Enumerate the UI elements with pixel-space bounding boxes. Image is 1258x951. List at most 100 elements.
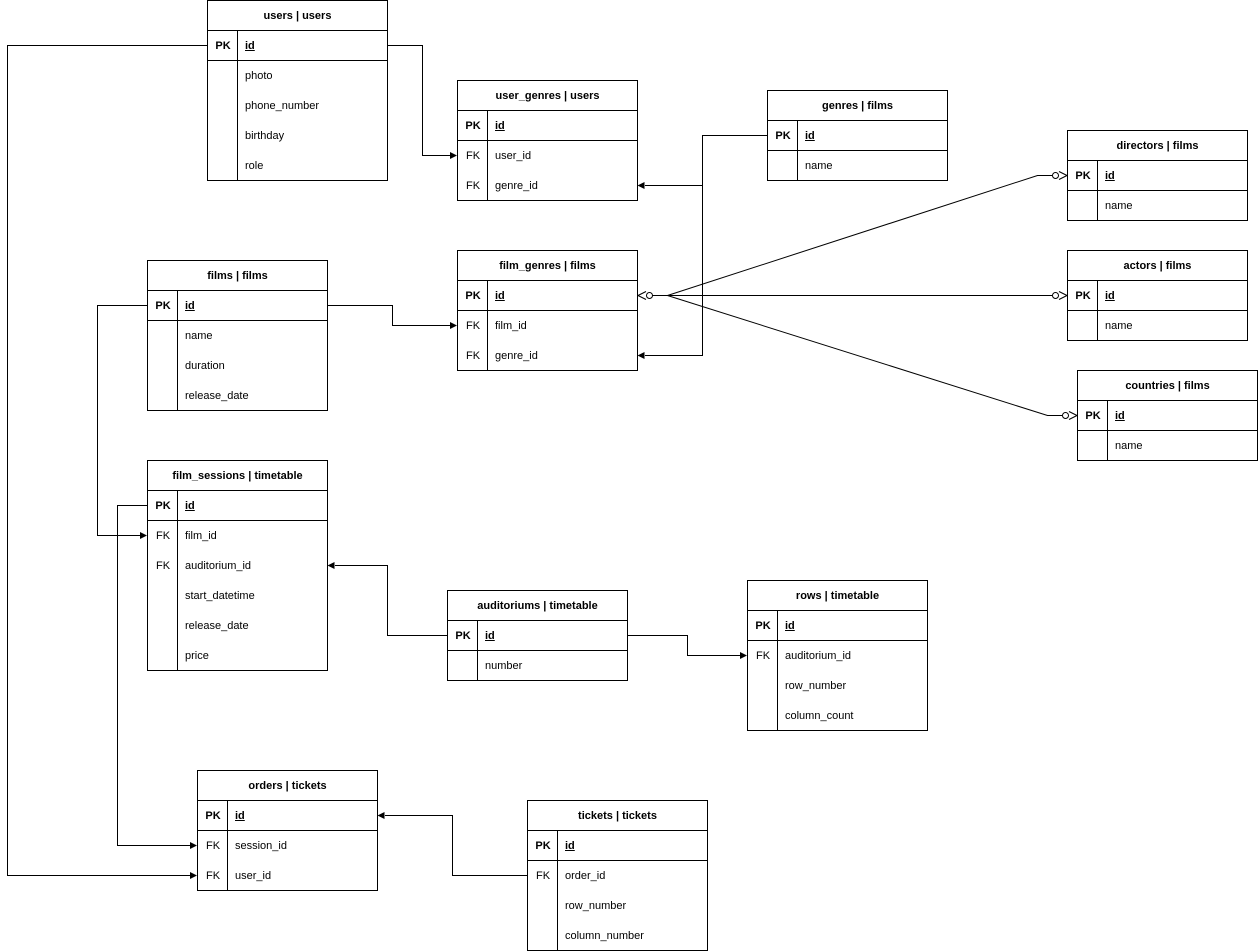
table-row: price	[148, 641, 327, 671]
table-title: film_genres | films	[458, 251, 637, 281]
table-row: name	[148, 321, 327, 351]
field-name: id	[565, 840, 575, 852]
field-name: name	[1115, 440, 1143, 452]
field-name: id	[495, 290, 505, 302]
key-label	[1078, 431, 1108, 461]
field-name: order_id	[565, 870, 606, 882]
field-name: auditorium_id	[785, 650, 852, 662]
key-column-divider	[177, 491, 178, 670]
table-row: row_number	[748, 671, 927, 701]
table-title: films | films	[148, 261, 327, 291]
key-label: PK	[215, 40, 231, 52]
field-name: id	[245, 40, 255, 52]
field-name: auditorium_id	[185, 560, 252, 572]
key-label	[208, 121, 238, 151]
table-row: FK auditorium_id	[748, 641, 927, 671]
key-label: PK	[455, 630, 471, 642]
key-label	[148, 641, 178, 671]
field-name: column_count	[785, 710, 854, 722]
field-name: start_datetime	[185, 590, 255, 602]
arrowhead-icon	[327, 562, 335, 569]
table-row: FK film_id	[458, 311, 637, 341]
field-name: user_id	[495, 150, 532, 162]
field-name: phone_number	[245, 100, 320, 112]
table-title: users | users	[208, 1, 387, 31]
crows-foot-icon	[1058, 291, 1068, 300]
field-name: id	[485, 630, 495, 642]
table-row: name	[1068, 311, 1247, 341]
link-film-genres-countries	[667, 295, 1062, 416]
link-users-user-genres	[387, 45, 450, 156]
arrowhead-icon	[190, 872, 197, 879]
key-label: PK	[755, 620, 771, 632]
field-name: id	[1105, 170, 1115, 182]
table-row: FK auditorium_id	[148, 551, 327, 581]
table-title: rows | timetable	[748, 581, 927, 611]
field-name: name	[1105, 200, 1133, 212]
key-label	[208, 151, 238, 181]
field-name: duration	[185, 360, 225, 372]
key-label: PK	[535, 840, 551, 852]
arrowhead-icon	[377, 812, 385, 819]
link-films-film-sessions	[97, 305, 148, 536]
link-auditoriums-film-sessions	[335, 565, 448, 636]
key-label: PK	[205, 810, 221, 822]
table-title: tickets | tickets	[528, 801, 707, 831]
key-column-divider	[227, 801, 228, 890]
key-label	[748, 701, 778, 731]
field-name: genre_id	[495, 180, 538, 192]
table-title: countries | films	[1078, 371, 1257, 401]
field-name: id	[1105, 290, 1115, 302]
key-label	[148, 581, 178, 611]
field-name: birthday	[245, 130, 285, 142]
field-name: film_id	[495, 320, 527, 332]
key-label	[748, 671, 778, 701]
arrowhead-icon	[740, 652, 747, 659]
key-label: FK	[755, 650, 771, 662]
field-name: row_number	[785, 680, 847, 692]
field-name: number	[485, 660, 523, 672]
key-label: PK	[155, 500, 171, 512]
table-title: auditoriums | timetable	[448, 591, 627, 621]
key-label: PK	[1085, 410, 1101, 422]
optional-circle-icon	[646, 292, 653, 299]
optional-circle-icon	[1052, 172, 1059, 179]
key-column-divider	[557, 831, 558, 950]
key-label: FK	[155, 560, 171, 572]
arrowhead-icon	[450, 152, 457, 159]
field-name: id	[495, 120, 505, 132]
key-label: FK	[155, 530, 171, 542]
key-label: PK	[1075, 170, 1091, 182]
arrowhead-icon	[450, 322, 457, 329]
table-row: PK id	[1068, 161, 1247, 191]
key-label: FK	[465, 320, 481, 332]
table-row: name	[1078, 431, 1257, 461]
key-label: PK	[465, 120, 481, 132]
table-title: user_genres | users	[458, 81, 637, 111]
link-users-orders	[7, 45, 208, 876]
table-title: actors | films	[1068, 251, 1247, 281]
